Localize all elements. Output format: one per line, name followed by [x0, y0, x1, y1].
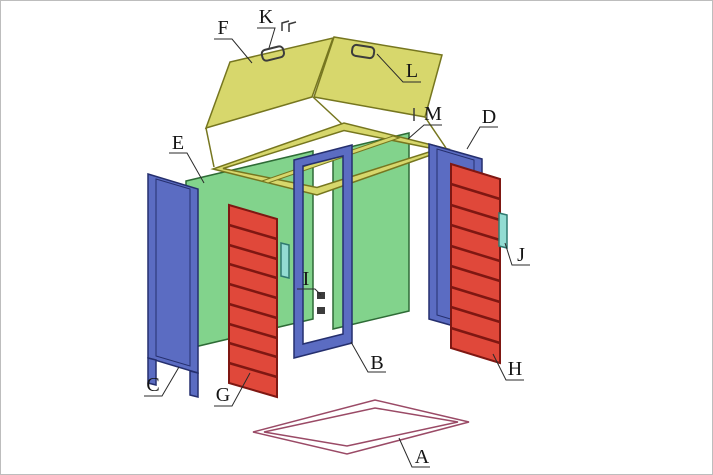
left-side-frame-inner-line	[155, 178, 191, 367]
leader-I	[297, 288, 322, 296]
label-C: C	[146, 374, 159, 396]
label-B: B	[370, 352, 383, 374]
lid-clip-icon	[281, 20, 297, 32]
hinge-screws	[317, 292, 325, 314]
label-J: J	[517, 244, 525, 266]
door-handle-left	[280, 242, 290, 279]
door-right-slats	[450, 182, 501, 345]
leader-C	[144, 366, 180, 397]
label-L: L	[406, 60, 418, 82]
middle-frame	[293, 144, 353, 359]
door-left	[228, 203, 278, 399]
label-M: M	[424, 103, 442, 125]
left-side-frame	[147, 172, 199, 398]
door-left-slats	[228, 223, 278, 379]
lid-hinge-link-center	[312, 96, 343, 125]
left-side-frame-front-leg	[147, 357, 157, 386]
label-E: E	[172, 132, 184, 154]
label-H: H	[508, 358, 522, 380]
base-frame-outer	[252, 399, 470, 455]
leader-M	[407, 124, 442, 140]
leader-B	[350, 341, 386, 373]
leader-H	[492, 353, 524, 381]
label-D: D	[482, 106, 496, 128]
lids	[204, 36, 447, 168]
door-right-face	[450, 162, 501, 365]
lid-hinge-link-right	[424, 116, 447, 149]
part-labels: A B C D E F G H I J K L M	[146, 6, 525, 468]
lid-handle-right-icon	[350, 43, 376, 60]
hinge-screw-upper	[317, 292, 325, 299]
label-G: G	[216, 384, 230, 406]
leader-F	[214, 38, 253, 64]
leader-D	[466, 126, 498, 150]
door-right	[450, 162, 501, 365]
lid-hinge-link-left	[205, 127, 215, 168]
label-K: K	[259, 6, 274, 28]
hinge-screw-lower	[317, 307, 325, 314]
label-I: I	[303, 268, 310, 290]
base-frame-inner	[263, 407, 459, 447]
leader-A	[398, 437, 430, 468]
door-handle-right	[498, 212, 508, 249]
left-side-frame-rear-leg	[189, 370, 199, 398]
lid-left	[204, 36, 335, 130]
label-F: F	[217, 17, 228, 39]
lid-right	[313, 36, 443, 118]
middle-frame-band	[293, 144, 353, 359]
leader-J	[504, 242, 530, 266]
door-left-face	[228, 203, 278, 399]
lid-handle-left-icon	[260, 45, 286, 62]
leader-K	[257, 27, 276, 49]
leader-E	[169, 152, 205, 184]
leader-L	[376, 53, 421, 83]
label-A: A	[415, 446, 430, 468]
leader-G	[214, 372, 251, 407]
leader-lines	[144, 27, 530, 468]
base-frame	[252, 399, 470, 455]
